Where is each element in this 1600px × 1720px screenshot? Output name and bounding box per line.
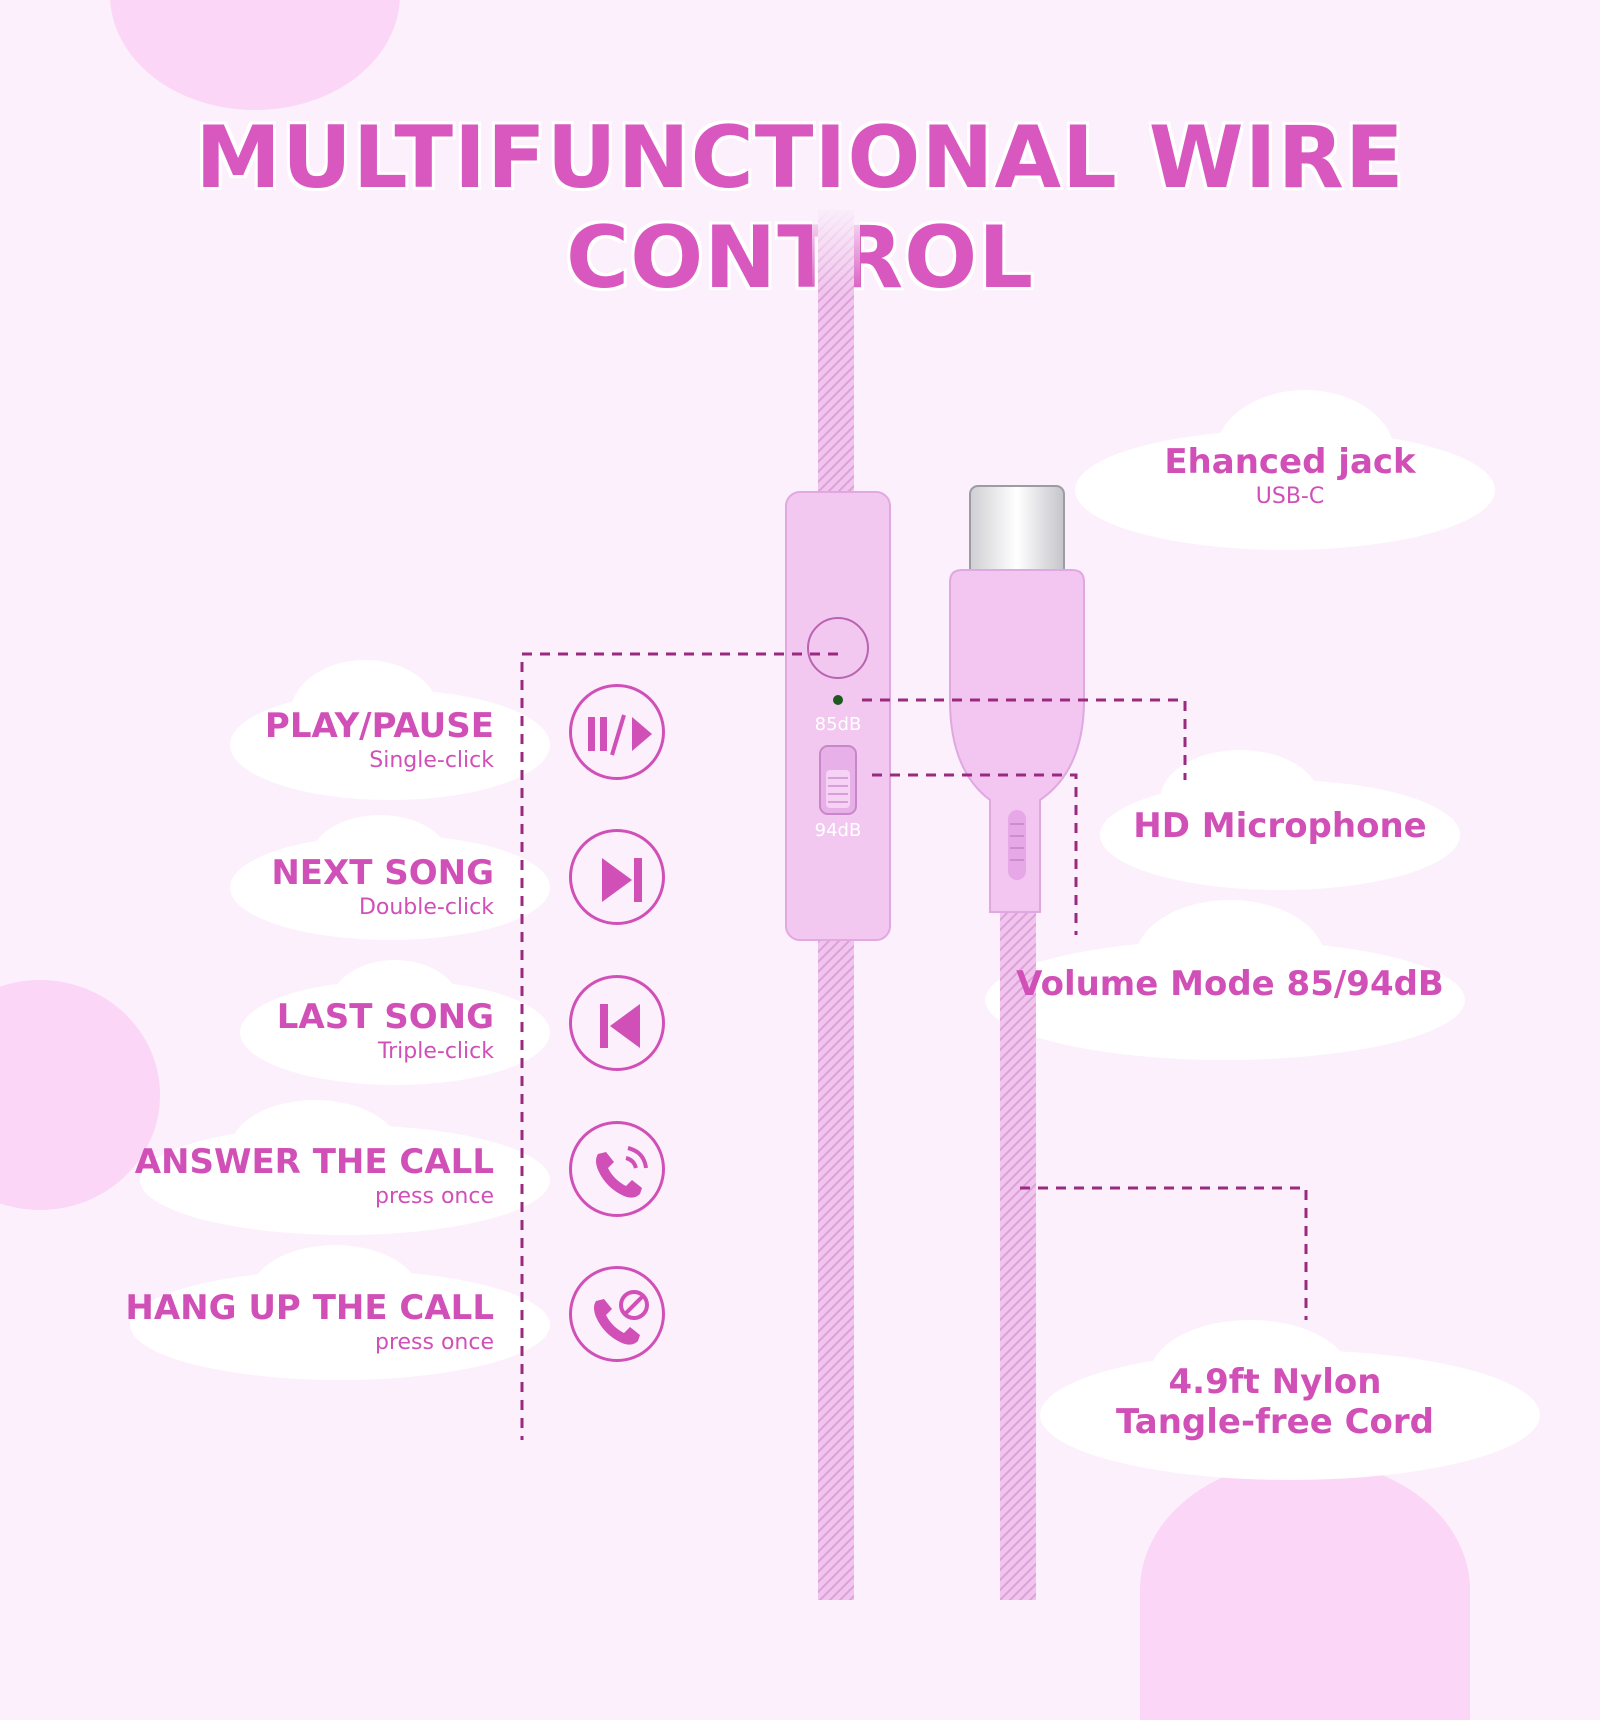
jack-subtitle: USB-C xyxy=(1255,484,1325,509)
cloud-hang-up-call xyxy=(130,1245,550,1385)
function-name: HANG UP THE CALL xyxy=(125,1288,494,1328)
microphone-hole xyxy=(833,695,843,705)
cloud-jack xyxy=(1075,390,1495,560)
function-last-song: LAST SONG Triple-click xyxy=(277,997,494,1067)
usb-c-housing xyxy=(949,569,1085,913)
microphone-feature: HD Microphone xyxy=(1133,806,1427,846)
function-name: NEXT SONG xyxy=(271,853,494,893)
cloud-play-pause xyxy=(230,660,550,810)
next-track-icon xyxy=(569,829,665,925)
answer-call-icon xyxy=(569,1121,665,1217)
cloud-answer-call xyxy=(140,1100,550,1240)
function-name: ANSWER THE CALL xyxy=(134,1142,494,1182)
function-action: Double-click xyxy=(358,895,494,920)
cable-illustration xyxy=(520,205,1308,1600)
jack-feature: Ehanced jack USB-C xyxy=(1140,440,1440,509)
function-action: press once xyxy=(374,1184,494,1209)
cable-right xyxy=(1000,900,1036,1600)
remote-control-body xyxy=(785,491,891,941)
cord-line-2: Tangle-free Cord xyxy=(1115,1402,1435,1442)
function-action: Single-click xyxy=(369,748,494,773)
volume-feature: Volume Mode 85/94dB xyxy=(1016,964,1444,1004)
high-db-label: 94dB xyxy=(814,820,862,841)
function-name: LAST SONG xyxy=(276,997,494,1037)
function-name: PLAY/PAUSE xyxy=(264,706,494,746)
cloud-next-song xyxy=(230,815,550,945)
previous-track-icon xyxy=(569,975,665,1071)
cloud-cord xyxy=(1040,1320,1540,1490)
cord-feature: 4.9ft Nylon Tangle-free Cord xyxy=(1060,1362,1490,1442)
play-pause-icon xyxy=(569,684,665,780)
hang-up-call-icon xyxy=(569,1266,665,1362)
function-answer-call: ANSWER THE CALL press once xyxy=(135,1142,494,1212)
cloud-microphone xyxy=(1100,750,1460,900)
function-action: Triple-click xyxy=(377,1039,494,1064)
jack-title: Ehanced jack xyxy=(1164,442,1416,482)
usb-c-plug xyxy=(969,485,1065,577)
cloud-last-song xyxy=(240,960,550,1090)
function-play-pause: PLAY/PAUSE Single-click xyxy=(265,706,494,776)
page-title: MULTIFUNCTIONAL WIRE CONTROL xyxy=(195,108,1405,308)
function-hang-up-call: HANG UP THE CALL press once xyxy=(125,1288,494,1358)
cord-line-1: 4.9ft Nylon xyxy=(1168,1362,1382,1402)
leader-line-volume xyxy=(872,773,1078,935)
function-action: press once xyxy=(374,1330,494,1355)
leader-line-button xyxy=(520,652,838,1440)
cloud-volume xyxy=(985,900,1465,1070)
function-next-song: NEXT SONG Double-click xyxy=(271,853,494,923)
low-db-label: 85dB xyxy=(814,714,862,735)
multifunction-button xyxy=(807,617,869,679)
leader-line-cord xyxy=(1020,1186,1308,1320)
